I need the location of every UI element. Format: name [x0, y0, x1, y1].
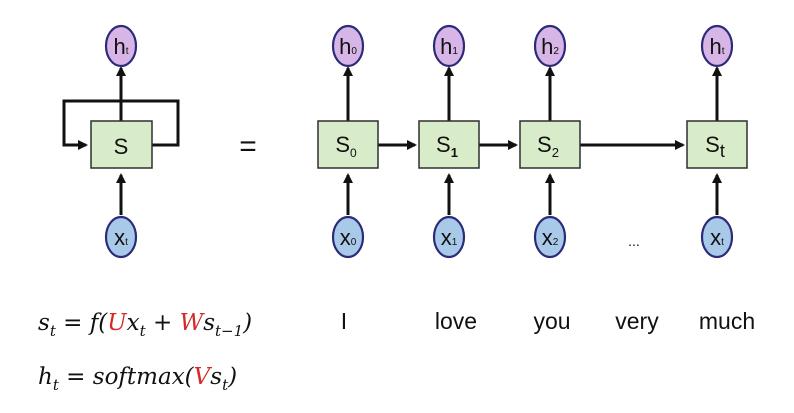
eq-output-close: ) [227, 364, 237, 390]
output-node: ht [700, 24, 734, 68]
equals-sign: = [239, 130, 257, 163]
input-node: x0 [331, 215, 365, 259]
output-node: h2 [533, 24, 567, 68]
time-step-2: h2 S2 x2 you [519, 24, 581, 334]
eq-state-fn: f( [88, 310, 109, 336]
svg-text:xt: xt [114, 225, 128, 250]
time-step-t: ht St xt much [686, 24, 755, 334]
eq-state-u: U [107, 310, 128, 336]
input-sub: 0 [351, 237, 357, 248]
state-label: S [537, 132, 552, 157]
output-sub: 1 [452, 46, 458, 57]
svg-text:S2: S2 [537, 132, 559, 160]
svg-text:h2: h2 [541, 34, 559, 59]
eq-output-equals: = [59, 364, 93, 390]
state-sub: 2 [552, 145, 559, 160]
eq-state-equals: = [56, 310, 90, 336]
input-node: x2 [533, 215, 567, 259]
word-label: you [533, 308, 570, 334]
output-label: h [440, 34, 452, 59]
word-label: love [435, 308, 477, 334]
svg-text:xt: xt [710, 225, 724, 250]
eq-state-w: W [180, 310, 206, 336]
time-step-1: h1 S1 x1 love [418, 24, 480, 334]
input-node: xt [700, 215, 734, 259]
eq-output-lhs: h [38, 364, 53, 390]
eq-output-s-sub: t [222, 376, 229, 394]
input-label: x [441, 225, 452, 250]
state-sub: 0 [350, 146, 357, 160]
eq-output-v: V [194, 364, 213, 390]
eq-state-lhs: s [38, 310, 50, 336]
output-equation: ht = softmax(Vst) [38, 364, 237, 394]
state-node: S2 [519, 120, 581, 169]
eq-state-s-sub: t−1 [215, 322, 243, 340]
unrolled-rnn: h0 S0 x0 I h1 S1 [317, 24, 755, 334]
eq-state-plus: + [146, 310, 180, 336]
gap-word-label: very [615, 308, 659, 334]
folded-state-node: S [90, 120, 153, 169]
output-label: h [709, 34, 721, 59]
output-sub: t [722, 46, 725, 57]
folded-rnn: ht S xt [62, 24, 180, 259]
output-label: h [541, 34, 553, 59]
input-sub: t [721, 237, 724, 248]
output-node: h1 [432, 24, 466, 68]
state-label: S [705, 132, 720, 157]
svg-text:x1: x1 [441, 225, 458, 250]
svg-text:ht: ht [709, 34, 724, 59]
state-label: S [436, 132, 451, 157]
input-label: x [542, 225, 553, 250]
svg-text:St: St [705, 132, 725, 161]
ellipsis: ... [628, 233, 640, 249]
folded-input-sub: t [125, 237, 128, 248]
eq-output-lhs-sub: t [53, 376, 60, 394]
state-label: S [335, 132, 350, 157]
state-sub: 1 [451, 145, 458, 160]
input-sub: 1 [452, 237, 458, 248]
state-sub: t [720, 141, 725, 161]
svg-text:x0: x0 [340, 225, 357, 250]
output-sub: 2 [553, 46, 559, 57]
time-step-0: h0 S0 x0 I [317, 24, 379, 334]
input-label: x [710, 225, 721, 250]
output-sub: 0 [351, 46, 357, 57]
output-label: h [339, 34, 351, 59]
eq-state-lhs-sub: t [50, 322, 57, 340]
eq-state-x-sub: t [140, 322, 147, 340]
eq-output-s: s [210, 364, 222, 390]
svg-text:x2: x2 [542, 225, 559, 250]
svg-text:S1: S1 [436, 132, 458, 160]
input-node: x1 [432, 215, 466, 259]
eq-state-x: x [127, 310, 140, 336]
folded-input-node: xt [104, 215, 138, 259]
state-node: S0 [317, 120, 379, 169]
recurrent-loop-arrow [62, 99, 180, 150]
folded-state-label: S [114, 134, 129, 159]
folded-input-label: x [114, 225, 125, 250]
word-label: much [699, 308, 755, 334]
svg-text:S0: S0 [335, 132, 357, 160]
input-sub: 2 [553, 237, 559, 248]
eq-state-close: ) [242, 310, 252, 336]
folded-output-sub: t [126, 46, 129, 57]
eq-state-s: s [203, 310, 215, 336]
svg-text:ht: ht [113, 34, 128, 59]
input-label: x [340, 225, 351, 250]
state-node: S1 [418, 120, 480, 169]
folded-output-label: h [113, 34, 125, 59]
equations: st = f(Uxt + Wst−1) ht = softmax(Vst) [38, 310, 252, 394]
state-node: St [686, 120, 748, 169]
svg-text:h0: h0 [339, 34, 357, 59]
folded-output-node: ht [104, 24, 138, 68]
eq-output-fn: softmax( [93, 364, 195, 390]
output-node: h0 [331, 24, 365, 68]
state-equation: st = f(Uxt + Wst−1) [38, 310, 252, 340]
svg-text:h1: h1 [440, 34, 458, 59]
word-label: I [341, 308, 347, 334]
